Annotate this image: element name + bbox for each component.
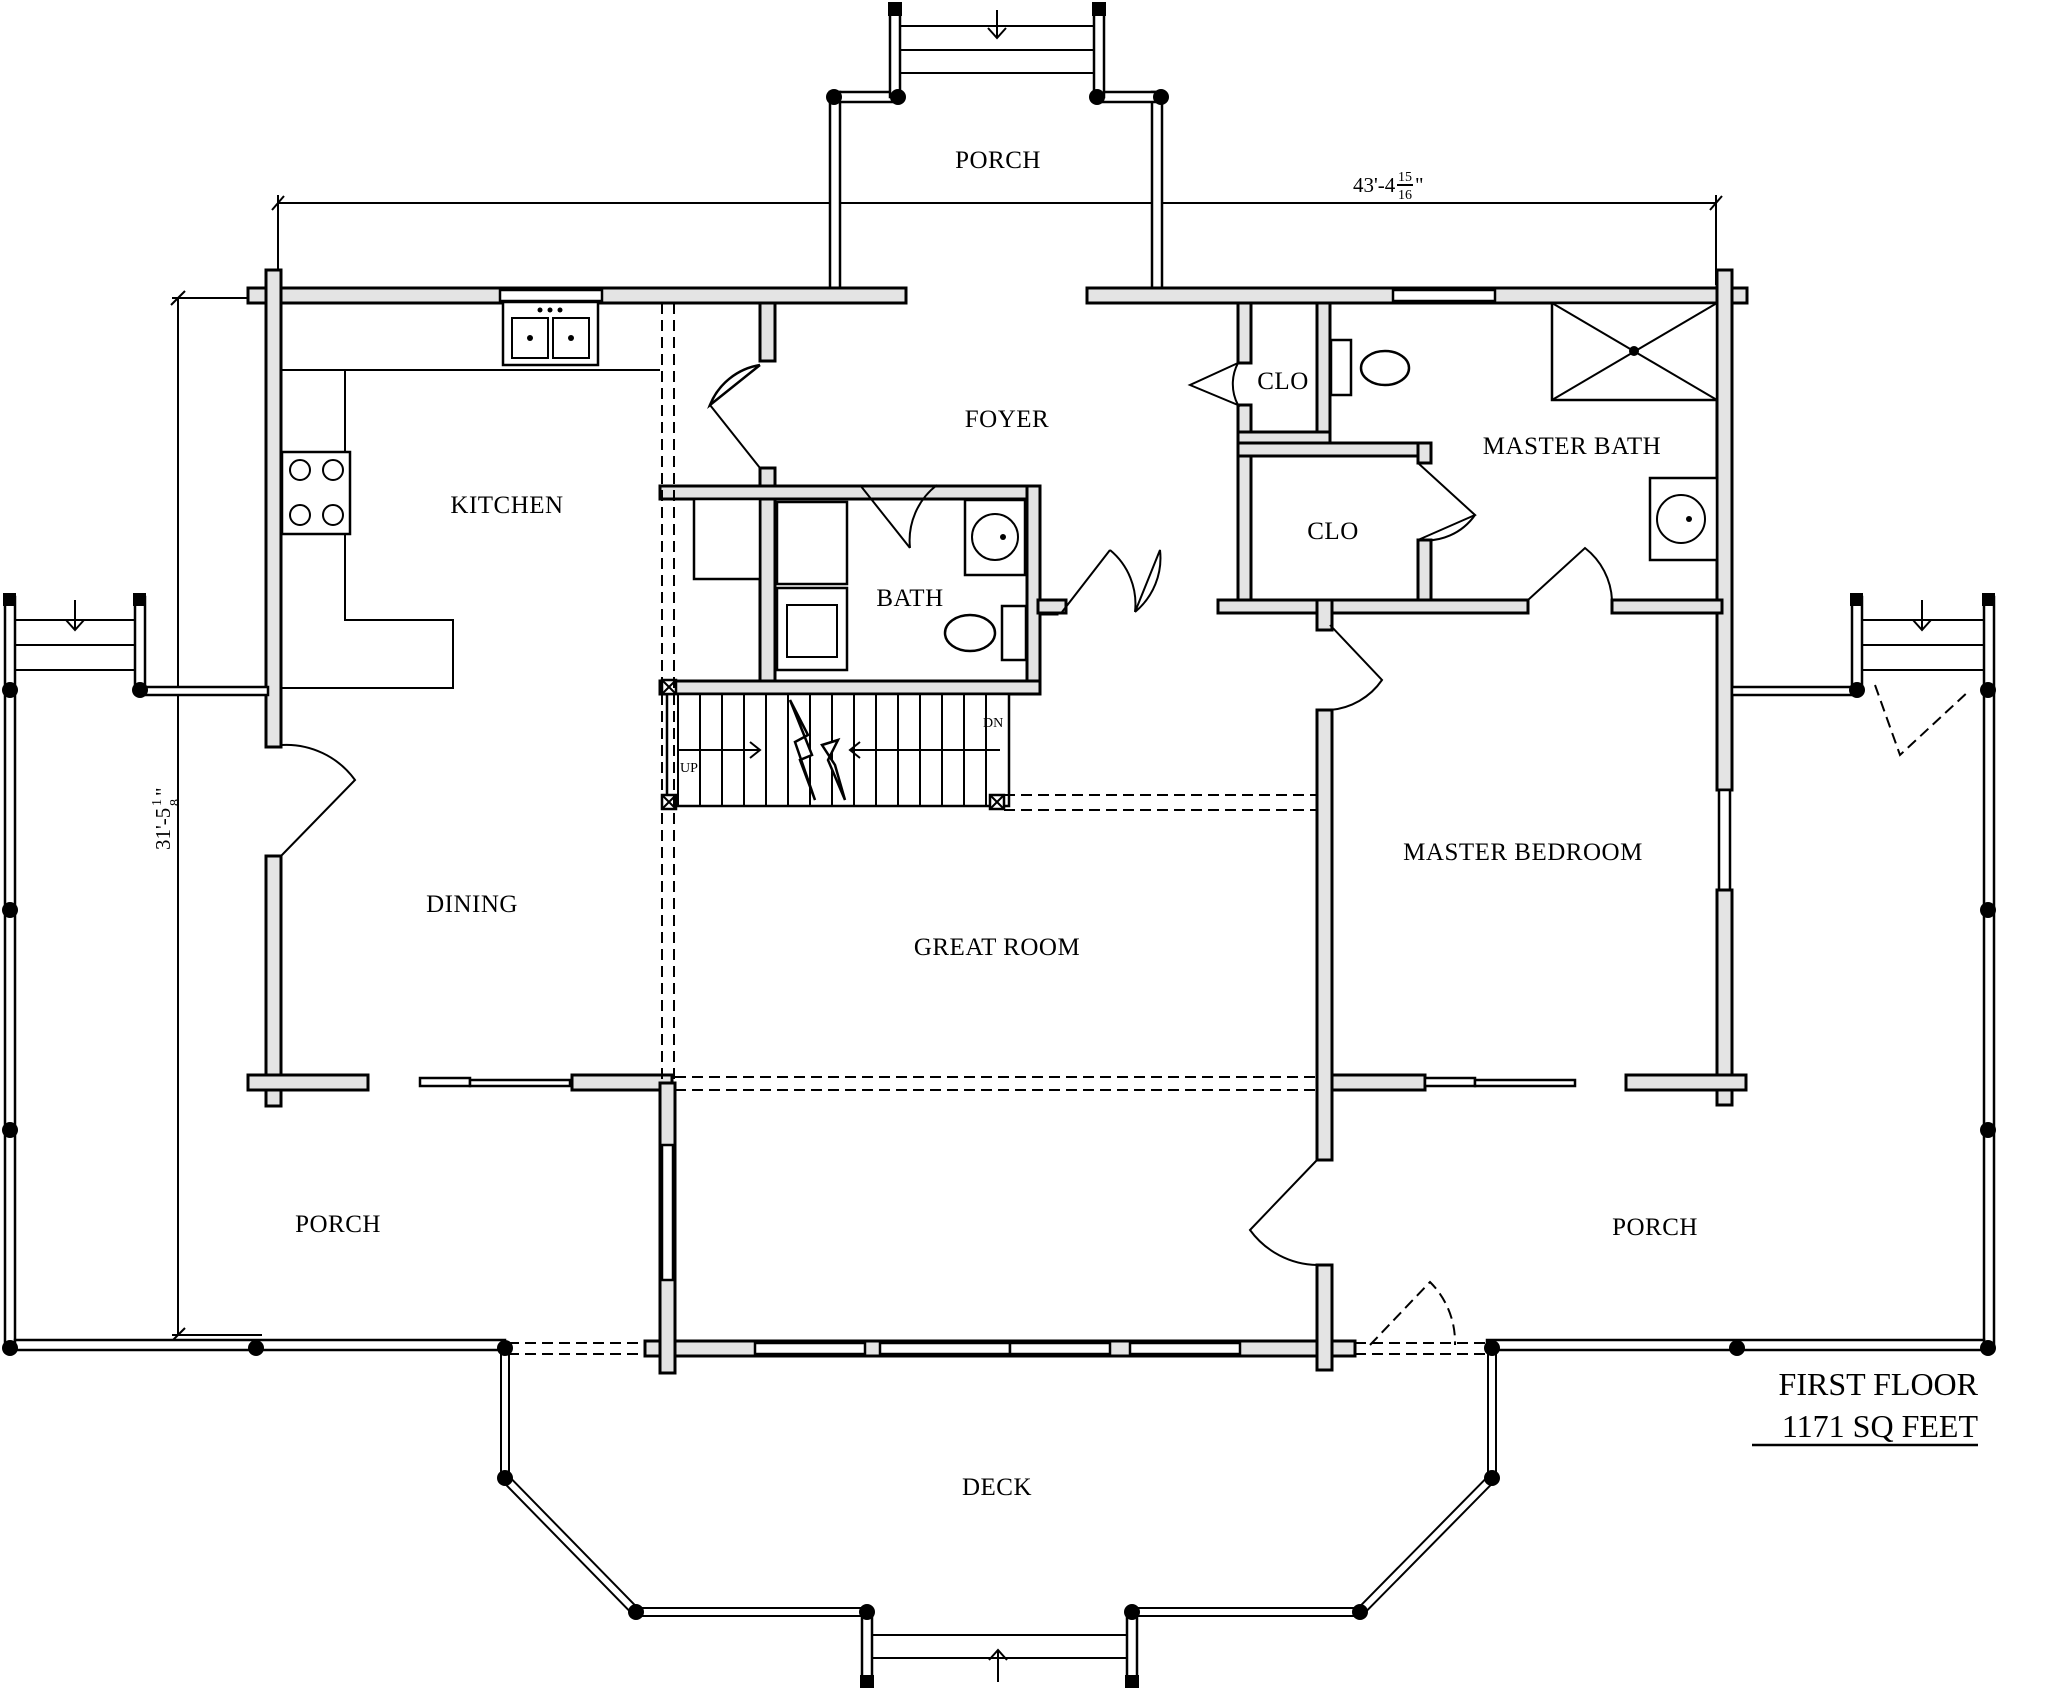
- exterior-walls: [246, 268, 1749, 1375]
- master-toilet-tank-icon: [1329, 338, 1353, 397]
- room-label-kitchen: KITCHEN: [450, 492, 563, 519]
- plan-title: FIRST FLOOR: [1779, 1366, 1979, 1402]
- depth-dimension-main: 31'-5: [151, 808, 175, 850]
- title-block: FIRST FLOOR 1171 SQ FEET: [1752, 1366, 1979, 1447]
- room-label-foyer: FOYER: [965, 406, 1049, 433]
- room-label-porch-right: PORCH: [1612, 1214, 1698, 1241]
- width-dimension-denominator: 16: [1398, 188, 1412, 203]
- right-porch-railing: [1485, 593, 1996, 1356]
- interior-walls: [281, 301, 1724, 696]
- room-label-deck: DECK: [962, 1474, 1032, 1501]
- master-toilet-icon: [1359, 349, 1411, 387]
- cabinet-icon: [775, 500, 849, 586]
- room-label-porch-front: PORCH: [955, 147, 1041, 174]
- toilet-icon: [943, 613, 997, 653]
- deck-railing: [497, 1340, 1500, 1688]
- depth-dimension: 31'-5 1 8 ": [150, 290, 262, 1343]
- depth-dimension-inch: ": [151, 787, 175, 796]
- width-dimension-numerator: 15: [1398, 170, 1412, 185]
- fixtures: [280, 300, 1719, 672]
- dashed-lines: [508, 303, 1487, 1355]
- plan-area: 1171 SQ FEET: [1782, 1408, 1979, 1444]
- front-porch-railing: [826, 2, 1169, 290]
- room-label-porch-left: PORCH: [295, 1211, 381, 1238]
- room-label-clo-upper: CLO: [1257, 368, 1309, 395]
- bath-vanity-icon: [963, 498, 1027, 577]
- width-dimension: 43'-4 15 16 ": [271, 170, 1723, 285]
- cooktop-icon: [280, 450, 352, 536]
- stair-up-label: UP: [680, 761, 698, 776]
- room-label-great-room: GREAT ROOM: [914, 934, 1080, 961]
- room-labels: PORCH FOYER KITCHEN CLO CLO MASTER BATH …: [295, 147, 1698, 1501]
- depth-dimension-numerator: 1: [150, 799, 165, 806]
- stair-down-label: DN: [983, 716, 1003, 731]
- width-dimension-inch: ": [1415, 173, 1424, 197]
- room-label-bath: BATH: [876, 585, 943, 612]
- washer-icon: [692, 497, 762, 581]
- master-vanity-icon: [1648, 476, 1719, 562]
- depth-dimension-denominator: 8: [168, 799, 183, 806]
- room-label-dining: DINING: [426, 891, 518, 918]
- room-label-clo-lower: CLO: [1307, 518, 1359, 545]
- width-dimension-main: 43'-4: [1353, 173, 1396, 197]
- staircase: UP DN: [660, 678, 1011, 811]
- doors: [280, 362, 1971, 1346]
- toilet-tank-icon: [1000, 604, 1028, 662]
- room-label-master-bath: MASTER BATH: [1483, 433, 1661, 460]
- left-porch-railing: [2, 593, 507, 1356]
- room-label-master-bedroom: MASTER BEDROOM: [1403, 839, 1643, 866]
- kitchen-sink-icon: [501, 300, 600, 367]
